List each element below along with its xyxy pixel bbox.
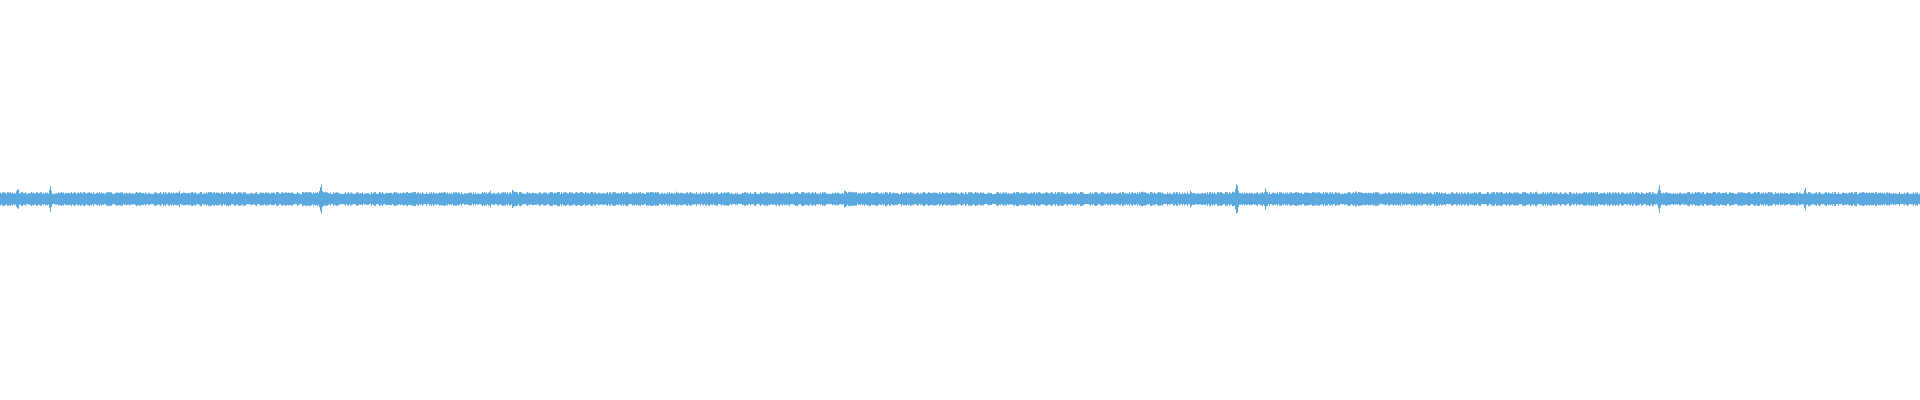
- waveform-track: [0, 184, 1920, 214]
- waveform-signal: [0, 184, 1920, 214]
